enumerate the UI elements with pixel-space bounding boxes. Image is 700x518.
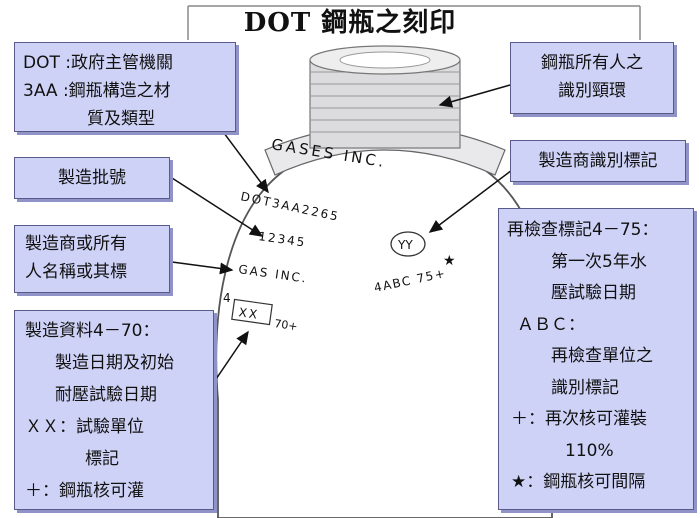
callout-line: 再檢查單位之 bbox=[551, 346, 653, 366]
callout-line: ＡＢＣ： bbox=[517, 314, 585, 335]
ring-mark-oval bbox=[390, 231, 426, 257]
callout-line: 鋼瓶所有人之 bbox=[541, 53, 643, 73]
valve-neck bbox=[309, 59, 461, 149]
callout-line: 製造批號 bbox=[58, 168, 126, 188]
callout-line: 製造日期及初始 bbox=[55, 353, 174, 373]
callout-line: DOT :政府主管機關 bbox=[23, 53, 173, 73]
callout-maker: 製造商或所有 人名稱或其標 bbox=[14, 225, 170, 293]
diagram-title: DOT 鋼瓶之刻印 bbox=[243, 8, 457, 38]
callout-maker-mark: 製造商識別標記 bbox=[510, 140, 686, 182]
callout-line: 110% bbox=[565, 440, 614, 461]
callout-line: 標記 bbox=[85, 449, 119, 469]
callout-batch: 製造批號 bbox=[14, 157, 170, 199]
callout-dot: DOT :政府主管機關 3AA :鋼瓶構造之材 質及類型 bbox=[14, 42, 236, 132]
arrow-dot bbox=[217, 124, 269, 194]
callout-line: 質及類型 bbox=[87, 109, 155, 129]
callout-line: 識別標記 bbox=[551, 377, 619, 398]
callout-mfg: 製造資料4－70： 製造日期及初始 耐壓試驗日期 ＸＸ：試驗單位 標記 ＋：鋼瓶… bbox=[14, 310, 214, 510]
ring-mark-stamp: YY bbox=[397, 238, 413, 252]
arrow-mfg bbox=[211, 330, 249, 386]
inspector-stamp: XX bbox=[238, 305, 260, 322]
callout-line: 再檢查標記4－75： bbox=[507, 220, 659, 240]
date-suffix-stamp: 70+ bbox=[274, 317, 299, 333]
date-prefix-stamp: 4 bbox=[223, 291, 231, 305]
callout-owner: 鋼瓶所有人之 識別頸環 bbox=[510, 42, 674, 114]
callout-line: ★：鋼瓶核可間隔 bbox=[511, 472, 646, 492]
callout-line: 製造資料4－70： bbox=[25, 321, 160, 341]
callout-line: 3AA :鋼瓶構造之材 bbox=[23, 81, 171, 101]
valve-opening bbox=[339, 51, 431, 69]
inspector-box bbox=[231, 298, 273, 326]
callout-line: 製造商識別標記 bbox=[538, 151, 658, 171]
serial-stamp: 12345 bbox=[258, 229, 308, 250]
callout-line: 第一次5年水 bbox=[551, 251, 647, 272]
callout-line: 耐壓試驗日期 bbox=[55, 385, 157, 405]
callout-line: 製造商或所有 bbox=[25, 234, 127, 254]
callout-line: 識別頸環 bbox=[558, 81, 626, 101]
arrow-maker-mark bbox=[428, 169, 513, 233]
callout-line: 壓試驗日期 bbox=[551, 283, 636, 303]
callout-line: 人名稱或其標 bbox=[25, 262, 127, 282]
arrow-maker bbox=[171, 261, 234, 275]
callout-line: ＋：再次核可灌裝 bbox=[511, 409, 647, 429]
arrow-owner bbox=[438, 84, 511, 108]
callout-line: ＋：鋼瓶核可灌 bbox=[25, 481, 144, 501]
callout-retest: 再檢查標記4－75： 第一次5年水 壓試驗日期 ＡＢＣ： 再檢查單位之 識別標記… bbox=[498, 208, 694, 510]
callout-line: ＸＸ：試驗單位 bbox=[25, 417, 144, 437]
arrow-batch bbox=[171, 177, 264, 237]
star-stamp: ★ bbox=[443, 253, 456, 269]
